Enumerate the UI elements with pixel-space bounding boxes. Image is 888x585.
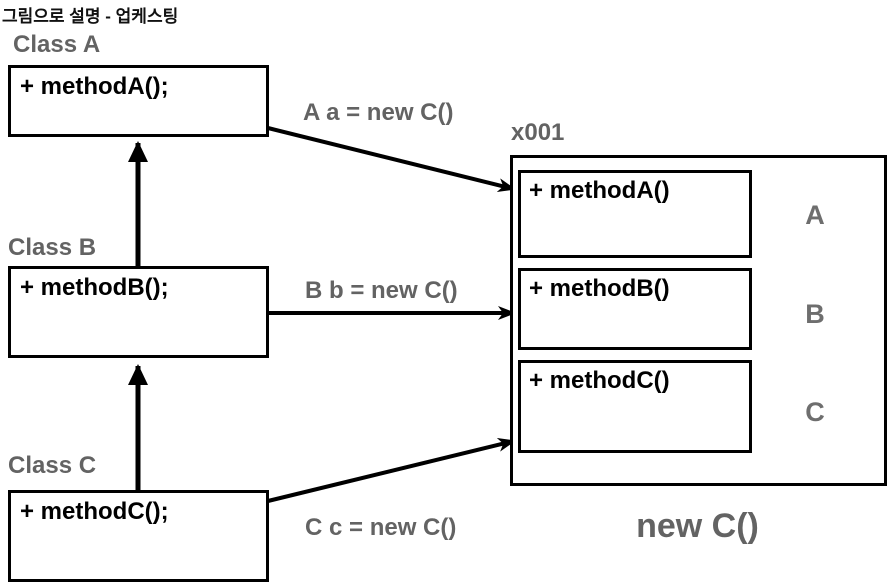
object-slot-method-b: + methodB()	[518, 268, 752, 350]
class-a-label: Class A	[13, 31, 101, 58]
origin-class-letter-a: A	[805, 200, 825, 230]
object-box: + methodA() + methodB() + methodC()	[510, 155, 887, 486]
object-caption: new C()	[636, 507, 759, 545]
class-c-box: + methodC();	[8, 490, 269, 582]
class-c-method: + methodC();	[20, 498, 169, 525]
class-a-box: + methodA();	[8, 65, 269, 137]
page-title: 그림으로 설명 - 업케스팅	[2, 7, 179, 26]
assignment-arrow-c-to-object	[267, 437, 516, 503]
origin-class-letter-c: C	[805, 397, 825, 427]
class-b-method: + methodB();	[20, 274, 169, 301]
origin-class-letter-b: B	[805, 299, 825, 329]
assignment-label-a: A a = new C()	[303, 99, 454, 126]
object-slot-method-a: + methodA()	[518, 170, 752, 258]
object-slot-method-b-text: + methodB()	[529, 275, 670, 302]
class-b-box: + methodB();	[8, 266, 269, 358]
assignment-label-b: B b = new C()	[305, 277, 458, 304]
assignment-arrow-a-to-object	[267, 126, 516, 192]
object-address-label: x001	[511, 119, 565, 146]
class-a-method: + methodA();	[20, 73, 169, 100]
object-slot-method-c: + methodC()	[518, 360, 752, 453]
object-slot-method-c-text: + methodC()	[529, 367, 670, 394]
assignment-label-c: C c = new C()	[305, 514, 457, 541]
object-slot-method-a-text: + methodA()	[529, 177, 670, 204]
class-c-label: Class C	[8, 452, 97, 479]
class-b-label: Class B	[8, 234, 97, 261]
